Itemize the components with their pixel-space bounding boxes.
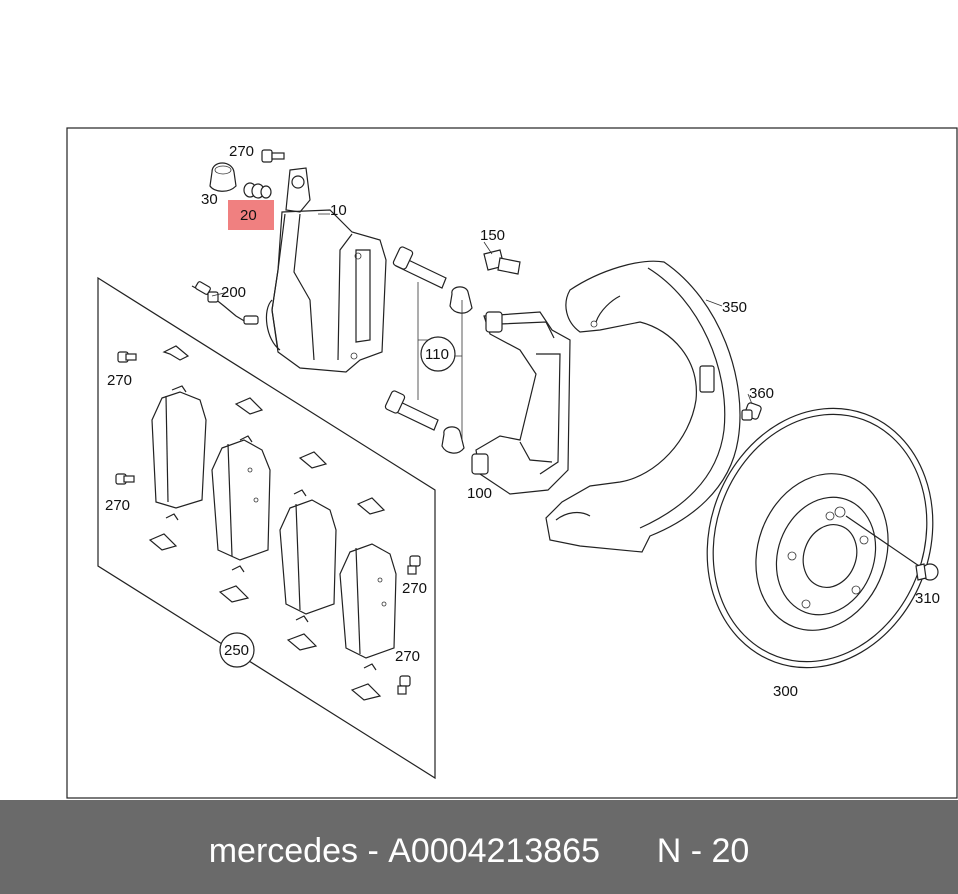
guide-bushing	[243, 182, 272, 199]
brake-pad-4	[339, 543, 397, 659]
guide-pin-lower	[384, 390, 465, 454]
callout-300: 300	[773, 683, 798, 700]
highlight-box	[228, 200, 274, 230]
callout-20: 20	[240, 207, 257, 224]
splash-shield	[545, 260, 741, 553]
leader-lines	[211, 213, 753, 405]
callout-270-right-lower: 270	[395, 648, 420, 665]
pad-kit-box	[97, 276, 436, 780]
guide-pin-bracket	[417, 282, 463, 440]
caption-gap	[600, 832, 657, 871]
diagram-frame	[66, 127, 958, 799]
caption-part-number: A0004213865	[388, 831, 600, 870]
guide-pin-upper	[392, 246, 473, 314]
callout-350: 350	[722, 299, 747, 316]
brake-assembly-diagram: 10 20 30 100 110 150 200 250 270 270 270…	[66, 127, 958, 799]
caption-position: N - 20	[656, 831, 750, 870]
caption-brand: mercedes	[208, 831, 358, 870]
bolt-top-caliper	[261, 149, 285, 163]
callout-200: 200	[221, 284, 246, 301]
wear-sensor	[191, 281, 259, 325]
caption-separator: -	[358, 831, 389, 870]
callout-circle-250	[219, 632, 255, 668]
pad-clips	[148, 345, 386, 701]
shield-bolt	[741, 402, 762, 421]
brake-pad-1	[151, 391, 207, 509]
callout-270-right-upper: 270	[402, 580, 427, 597]
dust-cap	[209, 162, 237, 192]
callout-270-left-lower: 270	[105, 497, 130, 514]
callout-100: 100	[467, 485, 492, 502]
caption-bar: mercedes - A0004213865 N - 20	[0, 800, 958, 894]
caliper-carrier	[471, 311, 571, 495]
pad-bolts	[115, 351, 421, 695]
callout-360: 360	[749, 385, 774, 402]
callout-10: 10	[330, 202, 347, 219]
carrier-bolt	[483, 249, 521, 275]
callout-110: 110	[425, 346, 449, 363]
brake-caliper	[265, 167, 387, 373]
brake-pad-3	[279, 499, 337, 615]
brake-disc	[706, 407, 934, 669]
callout-270-left-upper: 270	[107, 372, 132, 389]
callout-270-top: 270	[229, 143, 254, 160]
callout-circle-110	[420, 336, 456, 372]
callout-150: 150	[480, 227, 505, 244]
disc-screw	[845, 515, 939, 581]
callout-250: 250	[224, 642, 249, 659]
callout-30: 30	[201, 191, 218, 208]
callout-310: 310	[915, 590, 940, 607]
brake-pad-2	[211, 439, 271, 561]
